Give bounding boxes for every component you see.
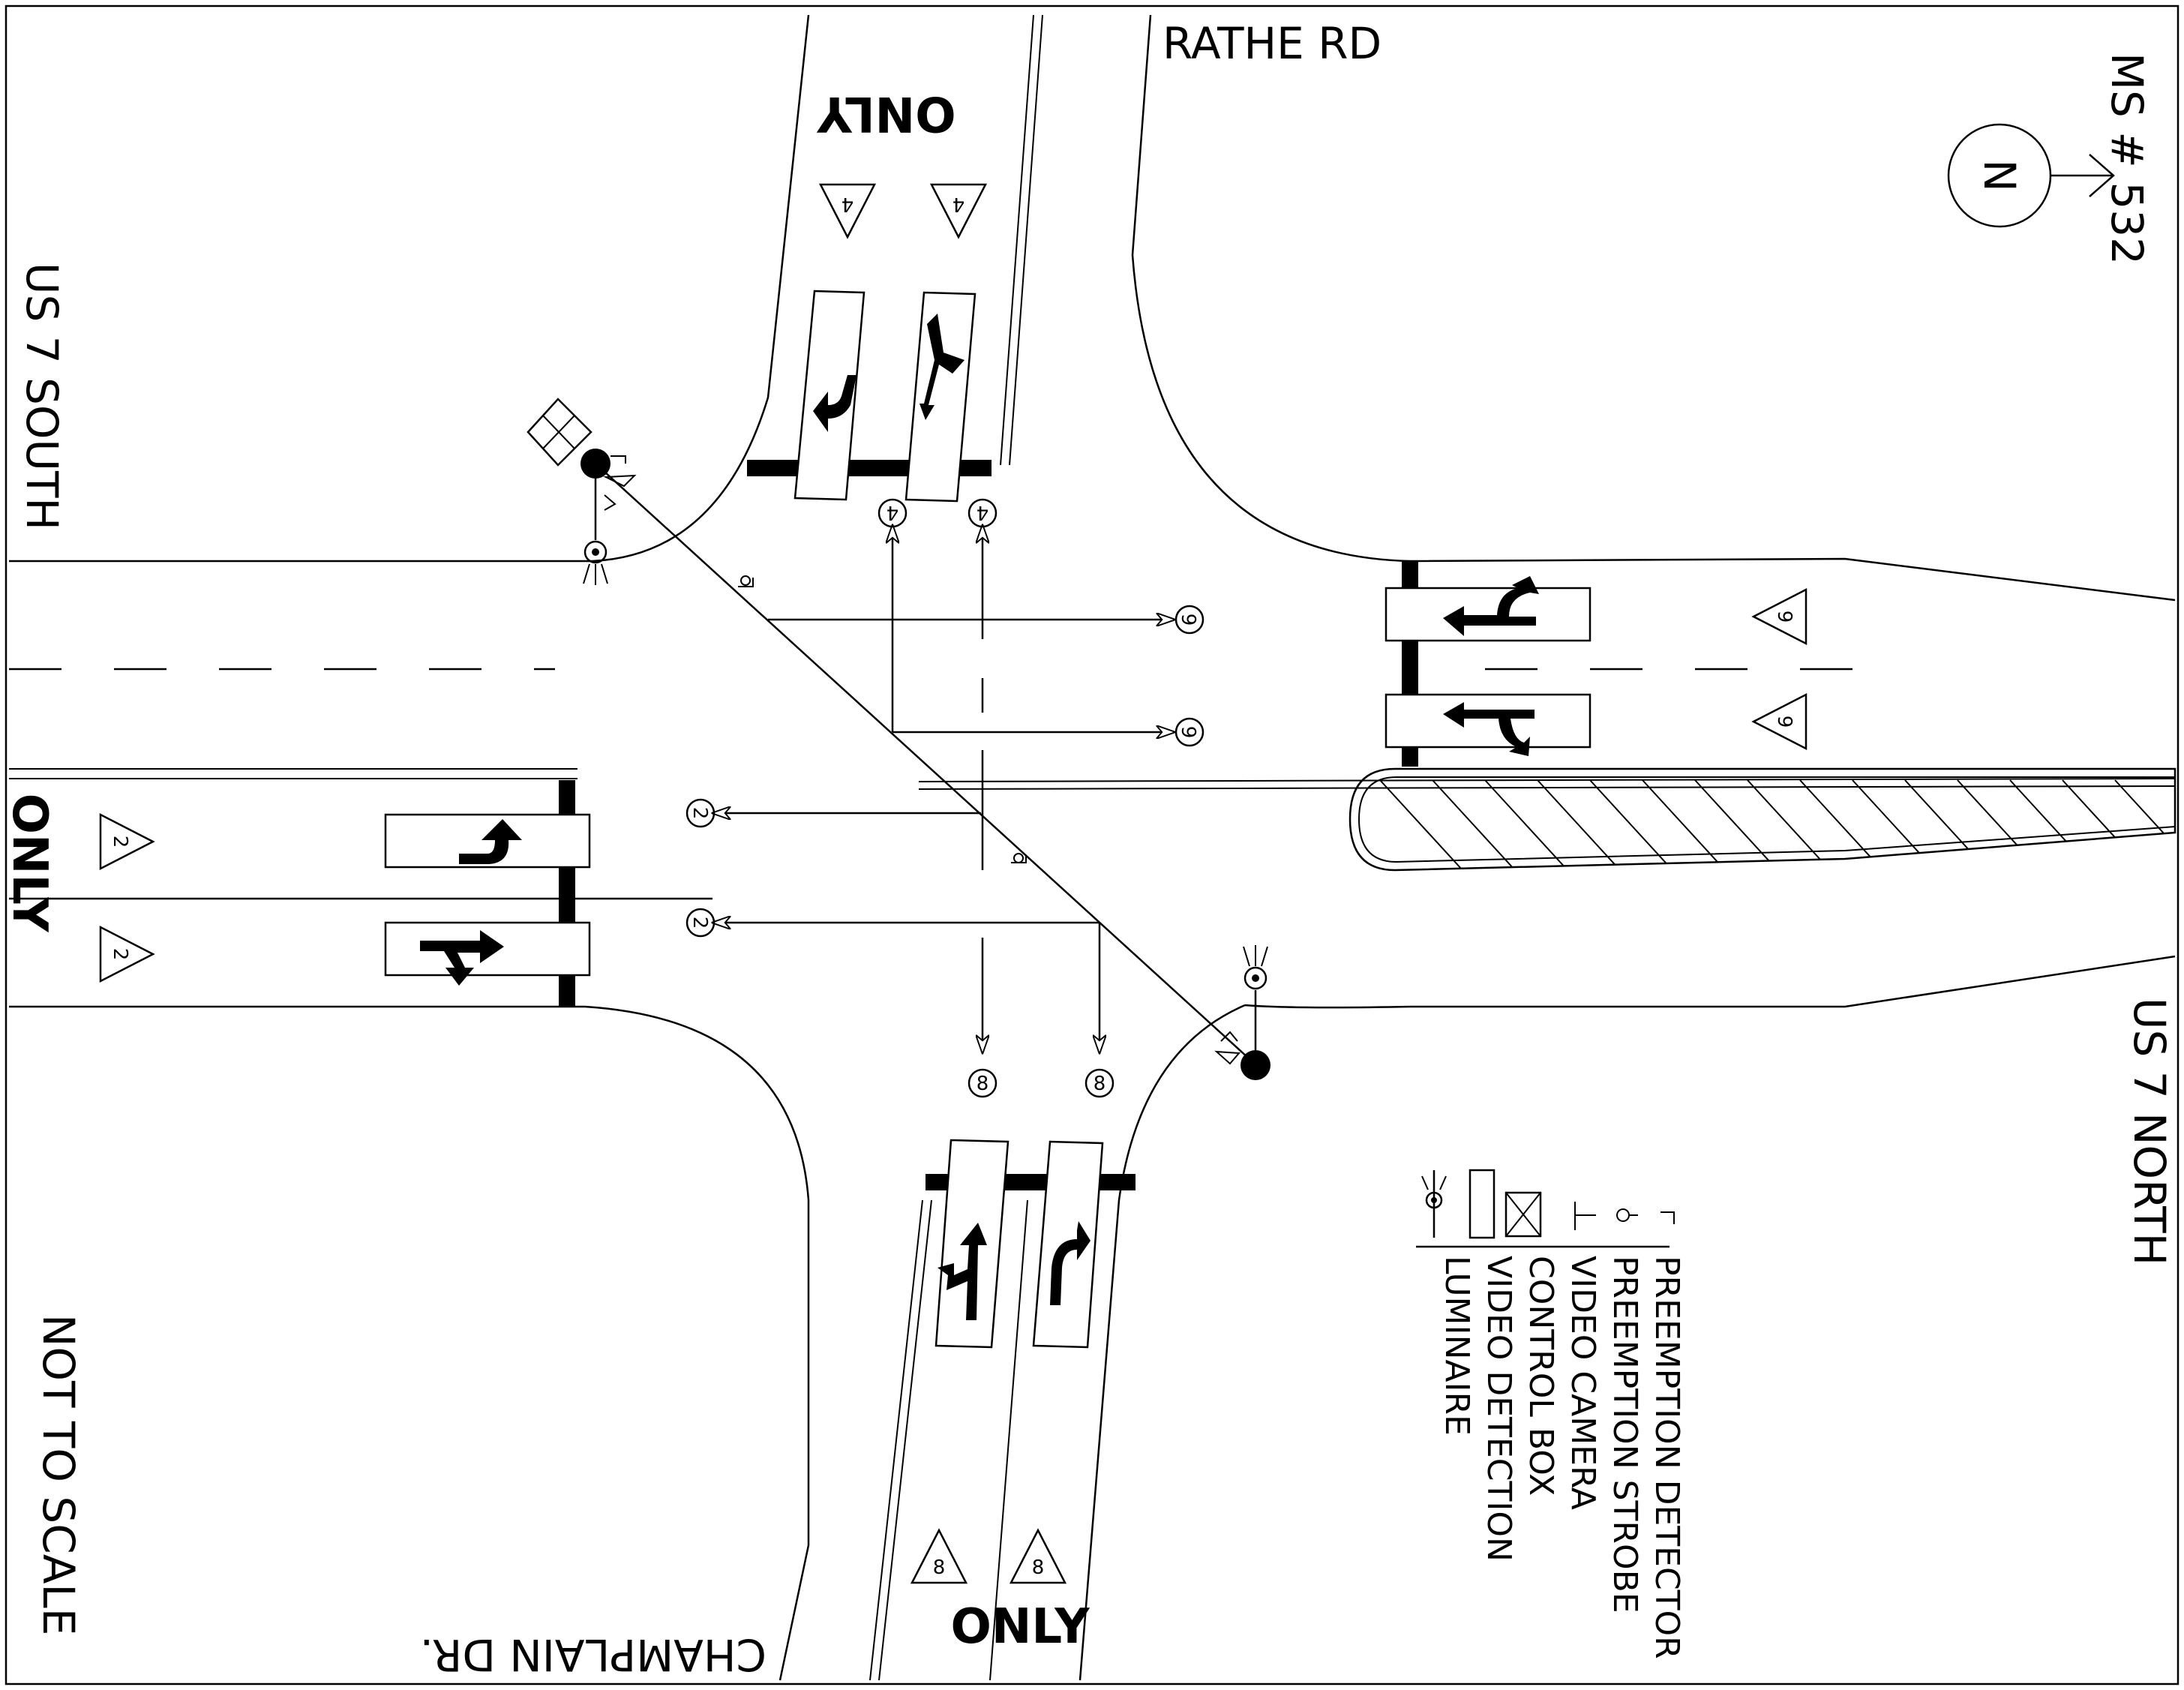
svg-text:4: 4	[952, 193, 965, 215]
svg-text:8: 8	[1094, 1073, 1106, 1095]
svg-text:2: 2	[109, 836, 131, 848]
legend-label-video-camera: VIDEO CAMERA	[1564, 1256, 1602, 1510]
street-label-south: CHAMPLAIN DR.	[420, 1629, 766, 1680]
legend-label-preemption-strobe: PREEMPTION STROBE	[1606, 1256, 1644, 1613]
detection-zones	[384, 290, 1592, 1349]
svg-text:8: 8	[933, 1556, 946, 1579]
svg-text:2: 2	[109, 948, 131, 961]
only-marking-west: ONLY	[2, 793, 57, 932]
legend-label-luminaire: LUMINAIRE	[1438, 1256, 1476, 1436]
se-signal-pole	[1214, 945, 1270, 1080]
lane-arrows	[420, 314, 1539, 1320]
legend-label-control-box: CONTROL BOX	[1522, 1256, 1560, 1496]
preemption-strobe-icon	[1616, 1208, 1638, 1222]
svg-text:6: 6	[1179, 726, 1202, 739]
phase-triangles: 4 4 2 2 8 8 6 6	[99, 183, 1808, 1584]
svg-text:4: 4	[842, 193, 854, 215]
video-camera-icon	[1574, 1202, 1596, 1230]
street-label-east: US 7 NORTH	[2124, 998, 2175, 1265]
control-box-legend-icon	[1504, 1191, 1542, 1238]
nw-signal-pole	[526, 398, 637, 585]
only-marking-south: ONLY	[950, 1599, 1090, 1655]
legend-label-video-detection: VIDEO DETECTION	[1480, 1256, 1518, 1562]
street-label-west: US 7 SOUTH	[16, 263, 68, 530]
phase-circle-6b: 6	[1174, 717, 1204, 747]
legend-label-preemption-detector: PREEMPTION DETECTOR	[1648, 1256, 1686, 1659]
legend: PREEMPTION DETECTOR PREEMPTION STROBE VI…	[1416, 1169, 1686, 1659]
detection-call-lines	[595, 463, 1249, 1058]
phase-circle-4a: 4	[878, 498, 908, 528]
phase-circles: 4 4 6 6 2 2 8 8	[686, 498, 1204, 1098]
svg-text:8: 8	[1032, 1556, 1045, 1579]
svg-text:4: 4	[976, 501, 989, 524]
svg-text:4: 4	[886, 501, 899, 524]
drawing-border	[4, 5, 2180, 1685]
svg-text:6: 6	[1179, 614, 1202, 626]
control-box-icon	[526, 398, 592, 467]
svg-text:6: 6	[1775, 716, 1798, 728]
only-marking-north: ONLY	[817, 86, 956, 141]
road-edges	[9, 14, 2176, 1681]
phase-circle-2a: 2	[686, 798, 716, 828]
preemption-detector-markers	[738, 575, 1027, 863]
phase-circle-2b: 2	[686, 908, 716, 938]
video-detection-icon	[1468, 1169, 1496, 1239]
svg-text:6: 6	[1775, 611, 1798, 623]
luminaire-icon	[1421, 1170, 1447, 1238]
phase-circle-6a: 6	[1174, 605, 1204, 635]
scale-note: NOT TO SCALE	[33, 1314, 84, 1635]
phase-circle-8b: 8	[1084, 1068, 1114, 1098]
phase-circle-4b: 4	[968, 498, 998, 528]
north-arrow: N	[1947, 123, 2115, 228]
svg-text:N: N	[1974, 159, 2025, 191]
svg-text:2: 2	[688, 917, 711, 929]
phase-circle-8a: 8	[968, 1068, 998, 1098]
svg-text:2: 2	[688, 807, 711, 820]
preemption-detector-icon	[1660, 1211, 1675, 1224]
median-island	[1348, 767, 2176, 872]
street-label-north: RATHE RD	[1162, 18, 1382, 69]
map-id-label: MS # 532	[2102, 53, 2152, 265]
svg-text:8: 8	[976, 1073, 989, 1095]
